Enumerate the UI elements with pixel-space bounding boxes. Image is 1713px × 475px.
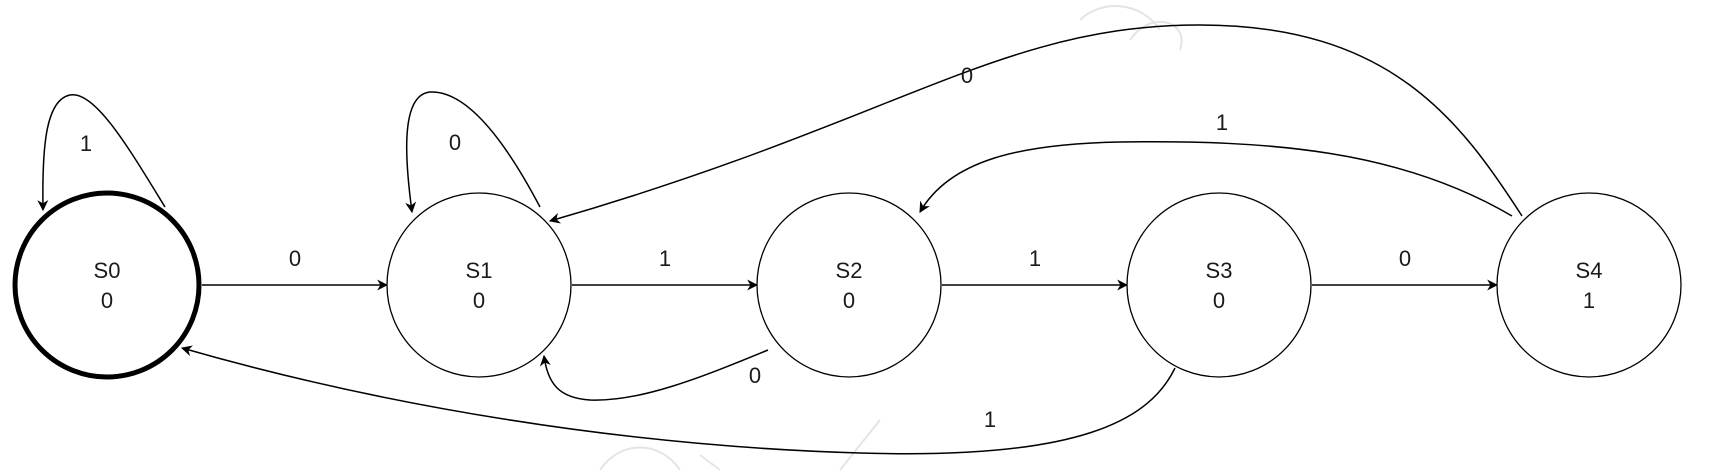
state-name: S2 [836, 258, 863, 283]
state-output: 1 [1583, 288, 1595, 313]
edge-label-s3-s0: 1 [984, 407, 996, 432]
state-s0: S0 0 [12, 190, 202, 380]
state-s4: S4 1 [1496, 192, 1682, 378]
state-name: S1 [466, 258, 493, 283]
edge-label-s0-s0: 1 [80, 131, 92, 156]
state-name: S0 [94, 258, 121, 283]
edge-label-s2-s3: 1 [1029, 246, 1041, 271]
edge-label-s3-s4: 0 [1399, 246, 1411, 271]
edge-s0-s0 [37, 94, 166, 212]
state-output: 0 [101, 288, 113, 313]
state-output: 0 [473, 288, 485, 313]
state-circle [1126, 192, 1312, 378]
edge-label-s2-s1: 0 [749, 363, 761, 388]
state-output: 0 [843, 288, 855, 313]
edge-s2-s1 [539, 349, 769, 401]
state-s1: S1 0 [386, 192, 572, 378]
state-s3: S3 0 [1126, 192, 1312, 378]
state-s2: S2 0 [756, 192, 942, 378]
state-name: S4 [1576, 258, 1603, 283]
edge-label-s1-s2: 1 [659, 246, 671, 271]
edge-s3-s0 [180, 345, 1176, 455]
state-name: S3 [1206, 258, 1233, 283]
watermark [599, 5, 1183, 471]
edge-s4-s1 [548, 24, 1523, 224]
state-circle [1496, 192, 1682, 378]
state-circle [386, 192, 572, 378]
edge-label-s1-s1: 0 [449, 130, 461, 155]
edge-label-s4-s2: 1 [1216, 110, 1228, 135]
state-circle [12, 190, 202, 380]
edges [37, 24, 1523, 455]
state-output: 0 [1213, 288, 1225, 313]
edge-label-s0-s1: 0 [289, 246, 301, 271]
edge-s1-s1 [405, 91, 541, 214]
edge-s4-s2 [919, 141, 1513, 217]
edge-label-s4-s1: 0 [961, 63, 973, 88]
state-circle [756, 192, 942, 378]
edge-labels: 1 0 0 1 0 1 1 0 1 0 [80, 63, 1411, 432]
